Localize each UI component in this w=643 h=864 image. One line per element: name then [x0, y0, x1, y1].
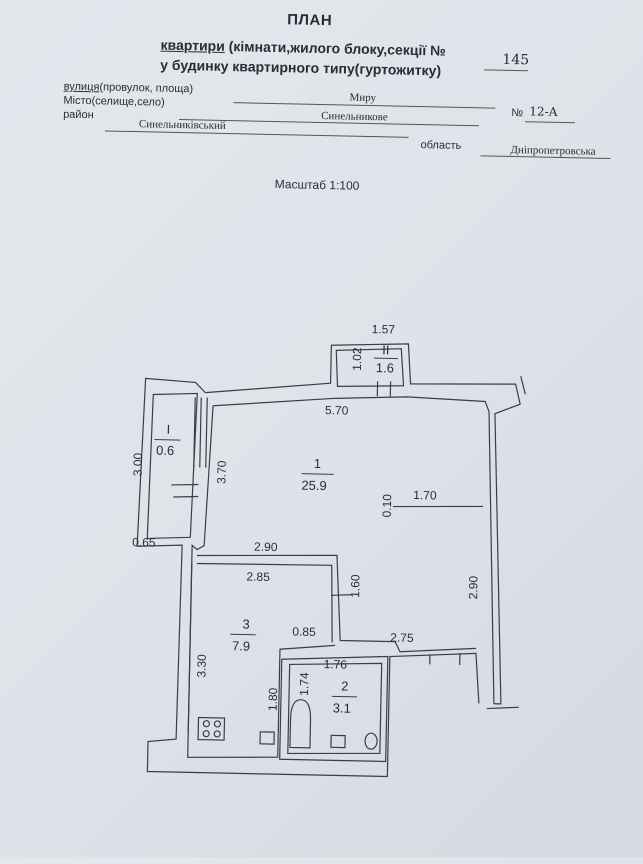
room-3-area: 7.9 [232, 638, 250, 653]
dim-010: 0.10 [380, 494, 394, 518]
dim-176: 1.76 [324, 657, 348, 671]
room-ii-number: II [382, 342, 390, 357]
dim-102: 1.02 [350, 347, 364, 371]
room-2-area: 3.1 [333, 700, 351, 715]
dim-170: 1.70 [413, 488, 437, 502]
dim-065: 0.65 [132, 535, 156, 549]
room-i-number: I [166, 422, 170, 437]
dim-085: 0.85 [292, 624, 316, 638]
dim-174: 1.74 [297, 672, 311, 696]
left-wall [136, 377, 480, 778]
dim-370: 3.70 [214, 460, 228, 484]
dim-160: 1.60 [348, 574, 362, 598]
room-3-number: 3 [242, 616, 250, 631]
dim-300: 3.00 [131, 452, 145, 476]
room-i-area: 0.6 [156, 443, 174, 458]
room-2-number: 2 [341, 679, 349, 694]
room-1-number: 1 [314, 456, 322, 471]
room-ii-area: 1.6 [376, 360, 394, 375]
dim-157: 1.57 [372, 322, 396, 336]
room1-south-wall-inner [196, 562, 333, 643]
partition [392, 505, 484, 508]
dim-275: 2.75 [390, 631, 414, 645]
room-i-walls [146, 392, 198, 540]
dim-285: 2.85 [246, 570, 270, 584]
outer-wall-inner [213, 396, 495, 704]
room1-south-wall [196, 554, 477, 653]
room-1-area: 25.9 [301, 478, 327, 494]
room3-walls [187, 562, 336, 758]
dim-290a: 2.90 [254, 540, 278, 554]
dim-290b: 2.90 [466, 575, 480, 599]
outer-wall [205, 343, 521, 705]
dim-330: 3.30 [194, 654, 208, 678]
room-ii-walls [335, 348, 405, 387]
dim-570: 5.70 [325, 403, 349, 417]
room2-inner [287, 662, 383, 755]
dim-180: 1.80 [266, 687, 280, 711]
room2-walls [279, 655, 389, 763]
